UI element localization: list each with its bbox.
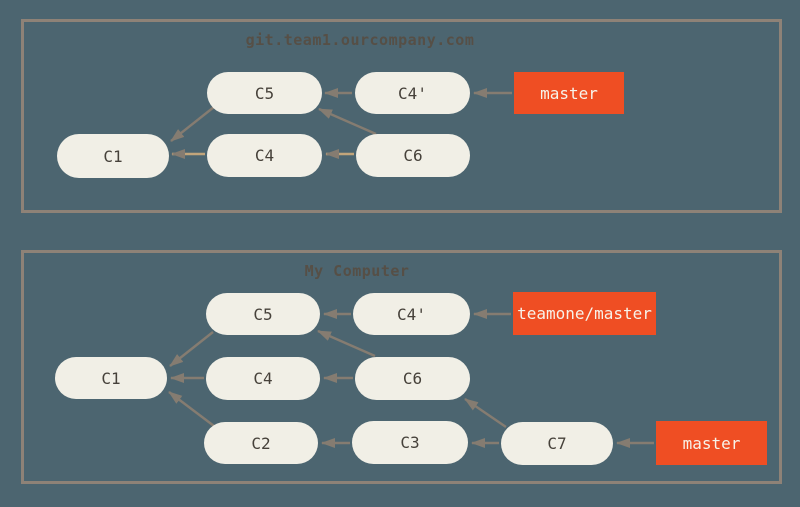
- commit-node-c4prime-local: C4': [353, 293, 470, 335]
- branch-ref-teamone-master: teamone/master: [513, 292, 656, 335]
- commit-node-c6-local: C6: [355, 357, 470, 400]
- branch-ref-master-local: master: [656, 421, 767, 465]
- commit-node-c4-remote: C4: [207, 134, 322, 177]
- commit-node-c4prime-remote: C4': [355, 72, 470, 114]
- commit-node-c5-remote: C5: [207, 72, 322, 114]
- commit-node-c3-local: C3: [352, 421, 468, 464]
- remote-repo-title: git.team1.ourcompany.com: [245, 31, 475, 49]
- commit-node-c6-remote: C6: [356, 134, 470, 177]
- commit-node-c2-local: C2: [204, 422, 318, 464]
- commit-node-c1-remote: C1: [57, 134, 169, 178]
- local-repo-title: My Computer: [304, 262, 410, 280]
- commit-node-c1-local: C1: [55, 357, 167, 399]
- commit-node-c7-local: C7: [501, 422, 613, 465]
- commit-node-c4-local: C4: [206, 357, 320, 400]
- commit-node-c5-local: C5: [206, 293, 320, 335]
- local-repo-panel: [21, 250, 782, 484]
- remote-repo-panel: [21, 19, 782, 213]
- branch-ref-master-remote: master: [514, 72, 624, 114]
